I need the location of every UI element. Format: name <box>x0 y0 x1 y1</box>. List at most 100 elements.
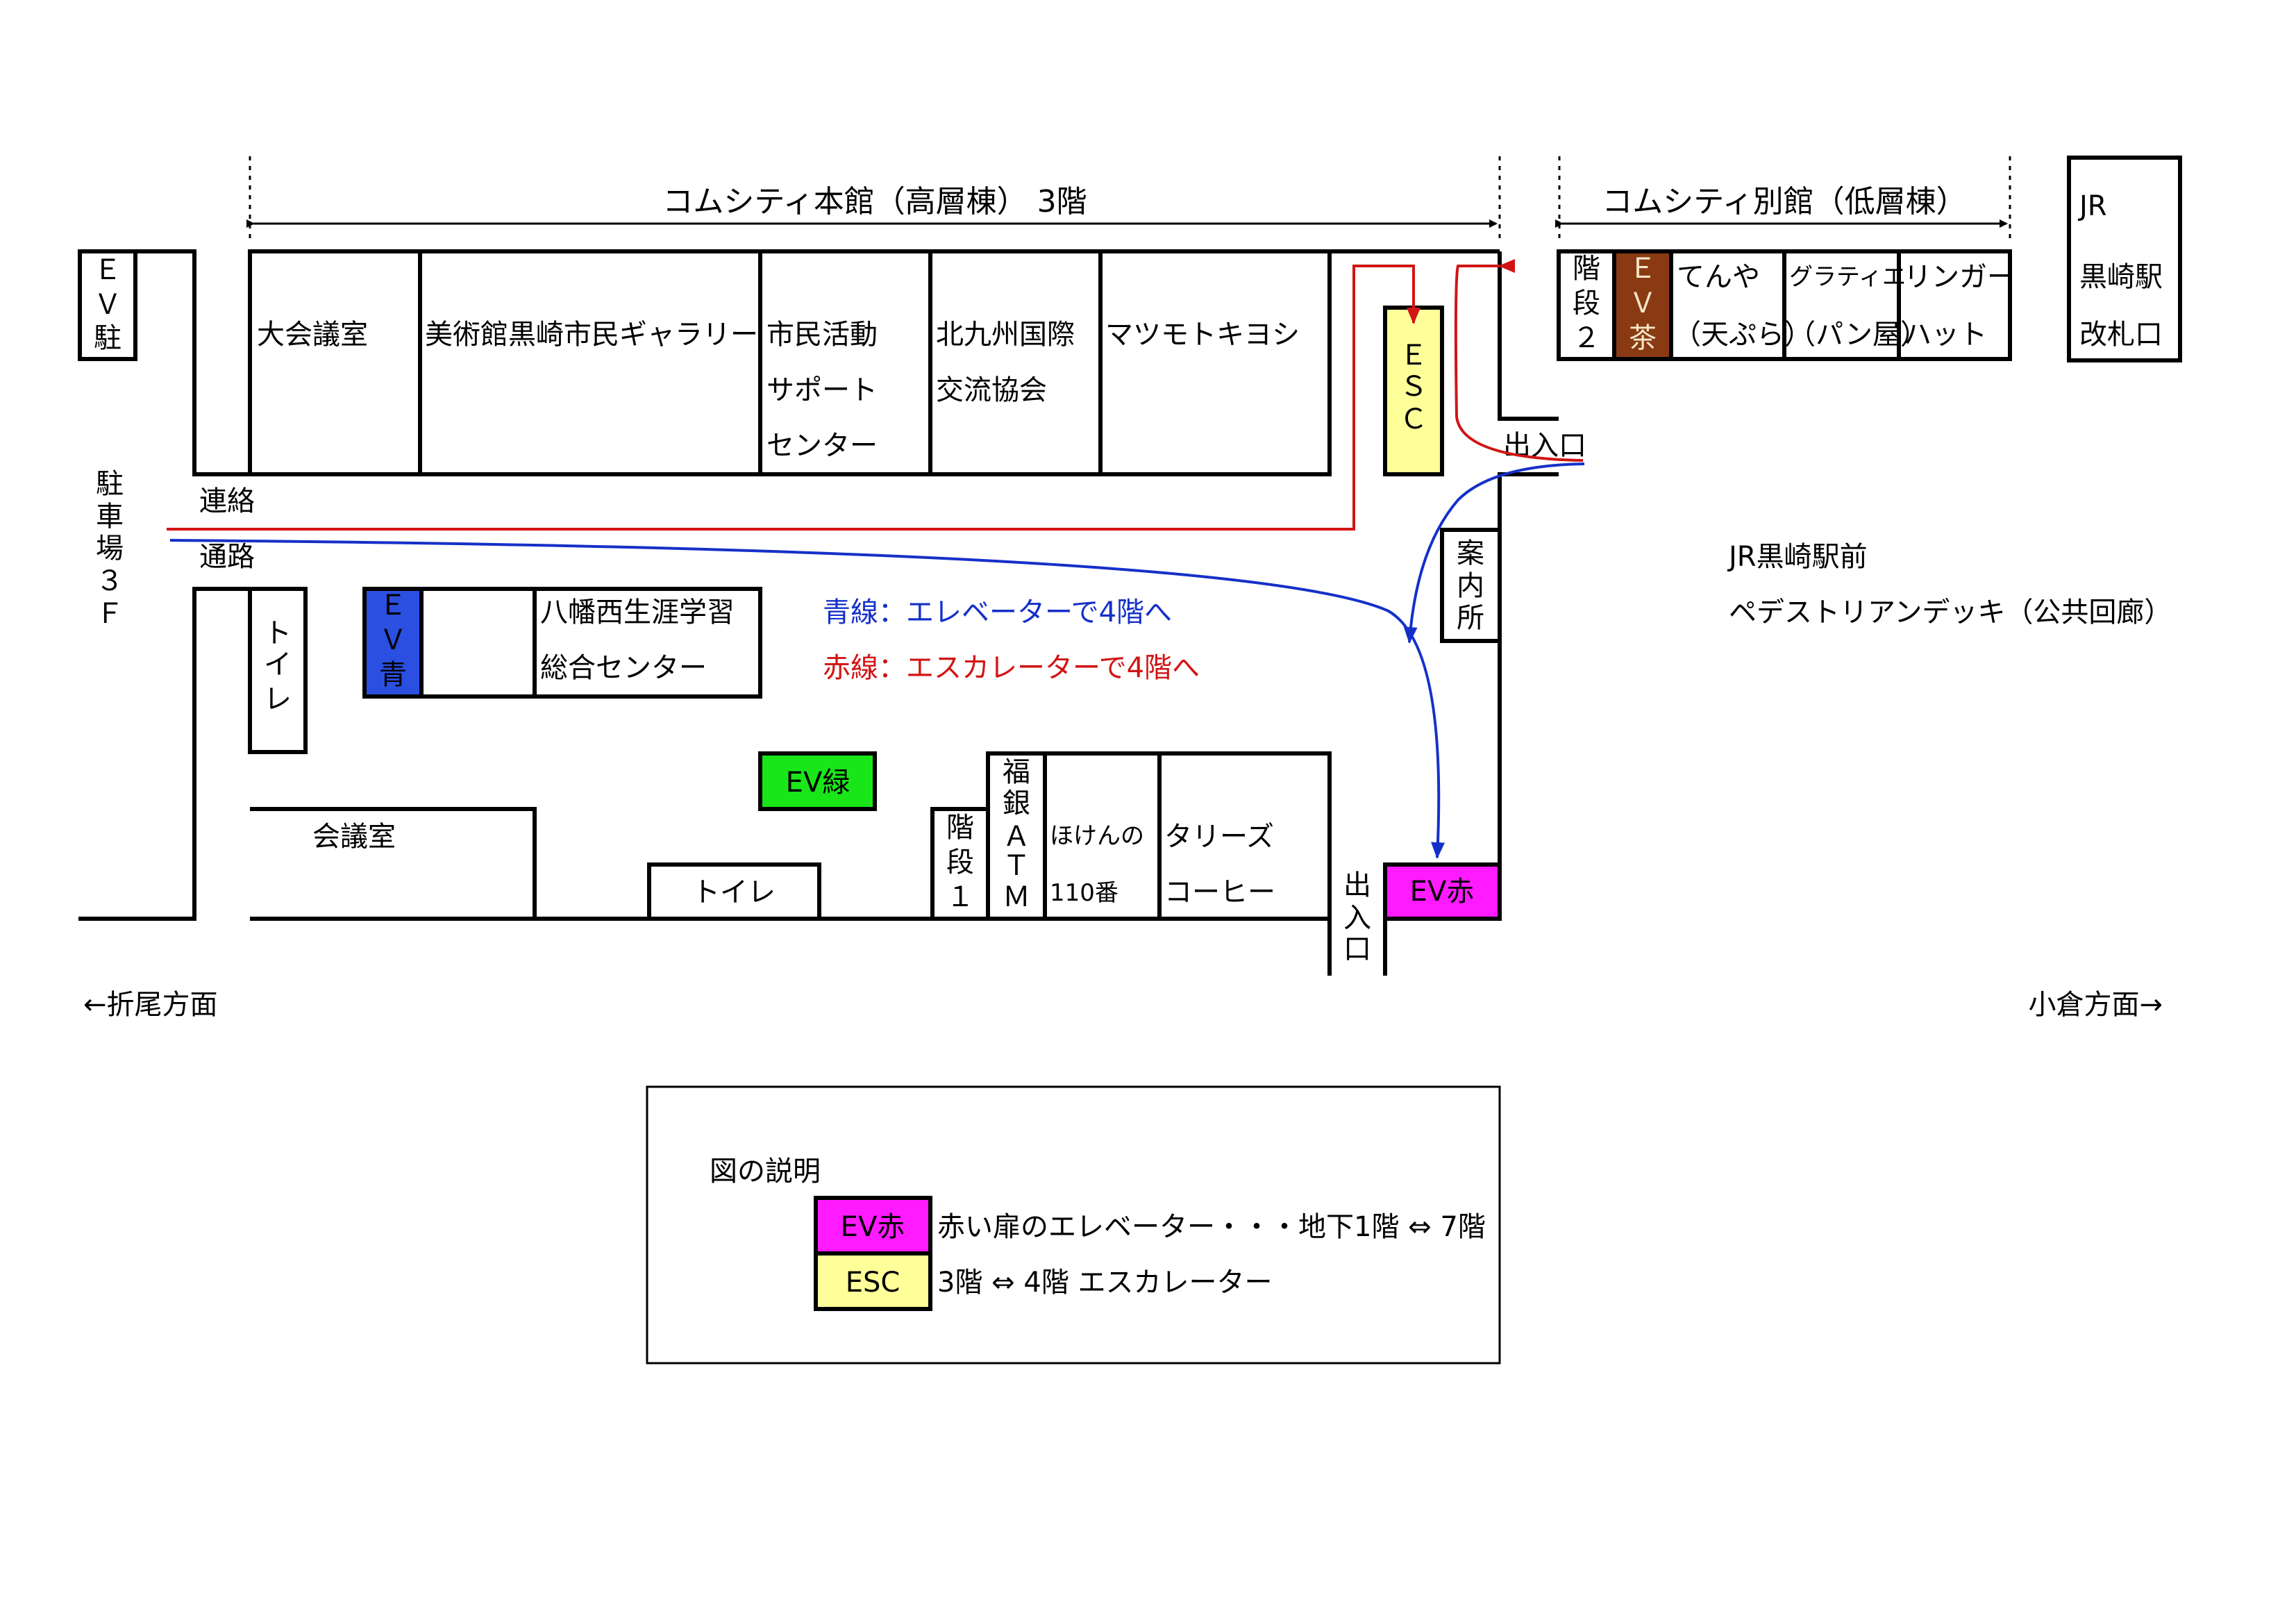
esc-char3: Ｃ <box>1400 403 1427 435</box>
ev-red <box>1383 862 1502 921</box>
direction-orio: ←折尾方面 <box>83 989 218 1021</box>
deck-label-line1: JR黒崎駅前 <box>1727 541 1868 573</box>
ev-green <box>758 751 877 811</box>
atm-char1: 福 <box>1003 756 1030 788</box>
toilet-bottom <box>647 862 821 921</box>
entrance-top-label: 出入口 <box>1503 430 1586 462</box>
ev-brown-char3: 茶 <box>1629 322 1657 354</box>
toilet-left-char1: ト <box>264 617 292 649</box>
parking-char1: 駐 <box>96 468 124 500</box>
tullys-line1: タリーズ <box>1164 821 1274 853</box>
ev-parking-char2: Ｖ <box>94 289 121 321</box>
tullys-line2: コーヒー <box>1164 876 1275 908</box>
gratie-line2: （パン屋） <box>1788 319 1928 351</box>
hoken-line2: 110番 <box>1050 879 1118 907</box>
civic-support-line2: サポート <box>766 374 878 406</box>
ev-brown <box>1612 249 1673 361</box>
atm-char5: Ｍ <box>1003 881 1030 913</box>
ev-blue-char3: 青 <box>379 659 407 691</box>
matsumoto-label: マツモトキヨシ <box>1105 319 1300 351</box>
hoken-line1: ほけんの <box>1050 822 1144 850</box>
corridor-label-top: 連絡 <box>199 485 255 517</box>
parking-char3: 場 <box>96 533 124 565</box>
ev-parking-char3: 駐 <box>94 322 121 354</box>
stairs1-char3: １ <box>946 881 974 913</box>
entrance-bottom-char1: 出 <box>1343 869 1371 901</box>
ev-brown-char1: Ｅ <box>1629 253 1657 285</box>
toilet-left-char3: レ <box>264 683 292 715</box>
kitakyushu-intl-line2: 交流協会 <box>936 374 1047 406</box>
red-route-line <box>167 265 1421 531</box>
ev-blue <box>362 587 424 699</box>
ev-parking <box>78 249 137 361</box>
main-building-title: コムシティ本館（高層棟） 3階 <box>662 184 1087 219</box>
gallery-label: 美術館黒崎市民ギャラリー <box>425 319 758 351</box>
red-line-caption: 赤線：エスカレーターで4階へ <box>823 652 1200 684</box>
atm-char2: 銀 <box>1003 787 1030 819</box>
jr-gate-box <box>2067 156 2182 362</box>
entrance-bottom-char3: 口 <box>1343 933 1371 965</box>
toilet-bottom-label: トイレ <box>692 876 776 908</box>
legend-esc-swatch <box>814 1251 932 1311</box>
info-center-char2: 内 <box>1457 570 1484 602</box>
wall-left-bottom <box>78 587 250 921</box>
yahata-line2: 総合センター <box>540 652 707 684</box>
parking-char5: Ｆ <box>96 598 124 630</box>
tenya-line2: （天ぷら） <box>1673 319 1812 351</box>
entrance-bottom-char2: 入 <box>1343 902 1371 934</box>
stairs1-char2: 段 <box>946 846 974 878</box>
direction-kokura: 小倉方面→ <box>2028 989 2163 1021</box>
large-conference-label: 大会議室 <box>257 319 368 351</box>
atm-char4: Ｔ <box>1003 850 1030 882</box>
gallery-room <box>418 249 762 476</box>
blue-route-entrance <box>1403 462 1585 644</box>
civic-support-line3: センター <box>766 430 878 462</box>
ev-red-label: EV赤 <box>1410 876 1475 908</box>
ev-brown-char2: Ｖ <box>1629 287 1657 319</box>
parking-char2: 車 <box>96 501 124 533</box>
kitakyushu-intl-room <box>928 249 1103 476</box>
ringer-line1: リンガー <box>1904 261 2015 293</box>
legend-box <box>646 1085 1501 1365</box>
ev-blue-char2: Ｖ <box>379 624 407 656</box>
legend-ev-red-desc: 赤い扉のエレベーター・・・地下1階 ⇔ 7階 <box>937 1211 1486 1243</box>
ev-blue-char1: Ｅ <box>379 590 407 622</box>
deck-label-line2: ペデストリアンデッキ（公共回廊） <box>1729 597 2172 628</box>
toilet-left-char2: イ <box>264 649 292 681</box>
legend-title: 図の説明 <box>710 1156 821 1187</box>
stairs1-char1: 階 <box>946 812 974 844</box>
legend-ev-red-swatch <box>814 1196 932 1256</box>
jr-gate-line3: 改札口 <box>2079 319 2163 351</box>
stairs1 <box>930 807 990 921</box>
jr-gate-line2: 黒崎駅 <box>2079 261 2163 293</box>
legend-ev-red-key: EV赤 <box>841 1211 905 1243</box>
blue-line-caption: 青線：エレベーターで4階へ <box>823 597 1172 628</box>
info-center <box>1440 528 1502 643</box>
kitakyushu-intl-line1: 北九州国際 <box>936 319 1075 351</box>
ev-parking-char1: Ｅ <box>94 254 121 286</box>
toilet-left <box>248 587 308 754</box>
civic-support-line1: 市民活動 <box>766 319 878 351</box>
gratie-line1: グラティエ <box>1789 263 1906 291</box>
atm-char3: Ａ <box>1003 821 1030 853</box>
yahata-block <box>362 587 762 699</box>
conference-room <box>250 807 537 919</box>
yahata-line1: 八幡西生涯学習 <box>540 597 735 628</box>
esc-char2: Ｓ <box>1400 371 1427 403</box>
conference-label: 会議室 <box>312 821 396 853</box>
info-center-char1: 案 <box>1457 537 1484 569</box>
ringer-line2: ハット <box>1904 319 1987 351</box>
esc-char1: Ｅ <box>1400 340 1427 372</box>
legend-esc-desc: 3階 ⇔ 4階 エスカレーター <box>937 1267 1273 1299</box>
parking-char4: ３ <box>96 565 124 597</box>
info-center-char3: 所 <box>1457 602 1484 634</box>
corridor-label-bottom: 通路 <box>199 541 255 573</box>
stairs2-char2: 段 <box>1573 287 1600 319</box>
tenya-line1: てんや <box>1677 261 1760 293</box>
legend-esc-key: ESC <box>846 1267 900 1299</box>
stairs2-char1: 階 <box>1573 253 1600 285</box>
stairs2-char3: ２ <box>1573 322 1600 354</box>
large-conference-room <box>248 249 422 476</box>
red-route-entrance <box>1454 259 1584 462</box>
